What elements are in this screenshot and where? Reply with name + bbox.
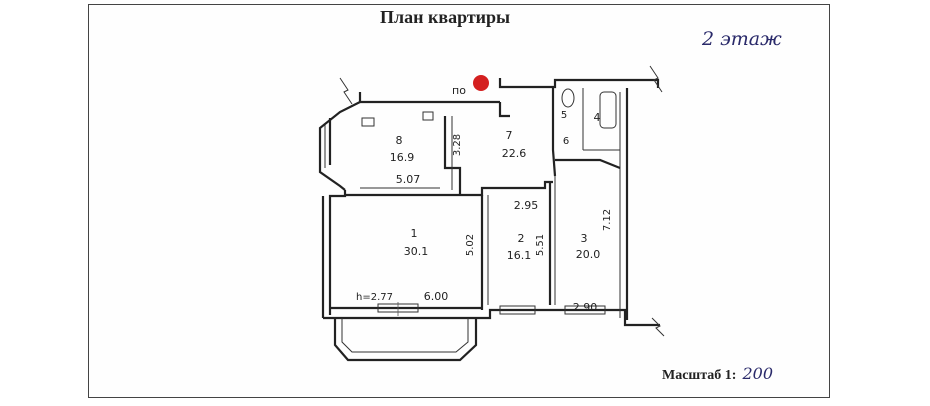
plan-title: План квартиры xyxy=(380,7,511,27)
interior-walls xyxy=(345,88,621,310)
dim-room2-depth: 5.51 xyxy=(535,234,546,256)
room-labels: 8 16.9 7 22.6 5 6 4 1 30.1 2 16.1 3 20.0 xyxy=(390,110,601,262)
room-4-number: 4 xyxy=(594,111,601,124)
break-marks xyxy=(339,65,665,337)
dim-room1-depth: 5.02 xyxy=(465,234,476,256)
room-1-area: 30.1 xyxy=(404,245,429,258)
scale-label: Масштаб 1: xyxy=(662,368,737,383)
room-3-area: 20.0 xyxy=(576,248,601,261)
dim-room8-width: 5.07 xyxy=(396,173,421,186)
ceiling-height: h=2.77 xyxy=(356,292,393,303)
room-8-area: 16.9 xyxy=(390,151,415,164)
scale-value: 200 xyxy=(742,364,774,383)
outer-walls xyxy=(318,78,660,362)
entrance-marker-dot xyxy=(473,75,489,91)
room-7-area: 22.6 xyxy=(502,147,527,160)
room-6-number: 6 xyxy=(563,136,569,147)
room-2-area: 16.1 xyxy=(507,249,532,262)
scale-note: Масштаб 1: 200 xyxy=(662,364,773,384)
bathroom-fixtures xyxy=(561,88,617,129)
dim-room3-depth: 7.12 xyxy=(602,209,613,231)
dim-room3-width: 2.90 xyxy=(573,301,598,314)
dimension-labels: 5.07 3.28 2.95 5.02 5.51 7.12 6.00 2.90 … xyxy=(356,134,613,314)
room-5-number: 5 xyxy=(561,110,567,121)
room-2-number: 2 xyxy=(518,232,525,245)
room-3-number: 3 xyxy=(581,232,588,245)
entrance-label: по xyxy=(452,84,466,97)
floor-note: 2 этаж xyxy=(702,28,782,50)
room-8-number: 8 xyxy=(396,134,403,147)
dim-room1-width: 6.00 xyxy=(424,290,449,303)
room-1-number: 1 xyxy=(411,227,418,240)
dim-room7-width: 2.95 xyxy=(514,199,539,212)
room-7-number: 7 xyxy=(506,129,513,142)
floor-plan-sheet xyxy=(88,4,830,398)
windows xyxy=(361,111,606,316)
dim-room8-depth: 3.28 xyxy=(452,134,463,156)
